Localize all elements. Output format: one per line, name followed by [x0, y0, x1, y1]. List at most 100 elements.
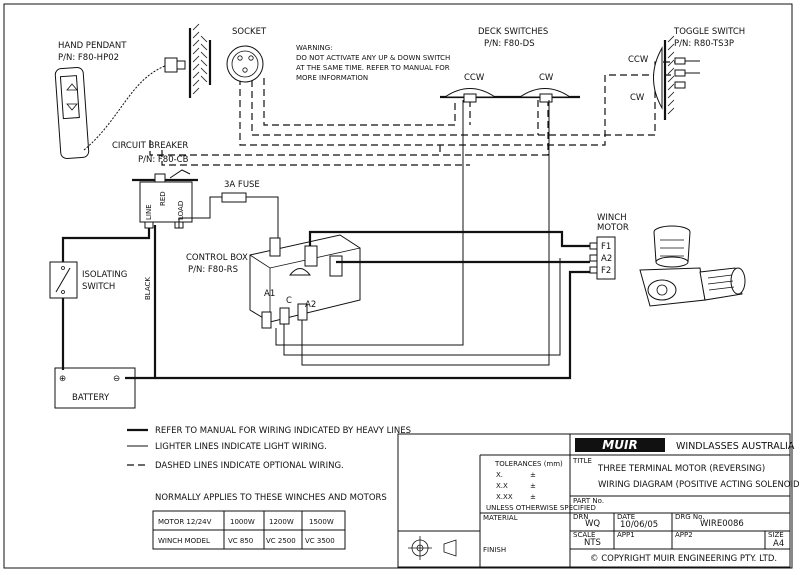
tol-xx-pm: ± — [530, 482, 536, 490]
table-cell: 1500W — [309, 518, 334, 526]
tol-x-pm: ± — [530, 471, 536, 479]
circuit-breaker — [132, 169, 198, 229]
motor-f1-label: F1 — [601, 242, 611, 252]
title-label: TITLE — [572, 457, 592, 465]
toggle-cw-label: CW — [630, 93, 645, 103]
hand-pendant-name: HAND PENDANT — [58, 41, 127, 51]
deck-ccw-label: CCW — [464, 73, 485, 83]
heavy-wiring — [61, 225, 590, 380]
battery — [54, 367, 136, 409]
table-cell: 1000W — [230, 518, 255, 526]
title-line2: WIRING DIAGRAM (POSITIVE ACTING SOLENOID… — [598, 480, 800, 490]
drawing-border — [3, 3, 793, 569]
control-box-a2: A2 — [305, 300, 316, 310]
labels: HAND PENDANT P/N: F80-HP02 SOCKET WARNIN… — [58, 27, 800, 564]
app2-label: APP2 — [675, 531, 693, 539]
tol-x: X. — [496, 471, 503, 479]
scale-label: SCALE — [573, 531, 595, 539]
optional-wiring — [149, 61, 680, 166]
copyright: © COPYRIGHT MUIR ENGINEERING PTY. LTD. — [590, 554, 777, 564]
tol-xxx-pm: ± — [530, 493, 536, 501]
deck-cw-label: CW — [539, 73, 554, 83]
socket-name: SOCKET — [232, 27, 267, 37]
toggle-ccw-label: CCW — [628, 55, 649, 65]
partno-label: PART No. — [573, 497, 604, 505]
tolerances-label: TOLERANCES (mm) — [494, 460, 563, 468]
battery-name: BATTERY — [72, 393, 110, 403]
company-name: WINDLASSES AUSTRALIA — [676, 441, 795, 452]
deck-switches-name: DECK SWITCHES — [478, 27, 548, 37]
deck-switches-part: P/N: F80-DS — [484, 39, 535, 49]
legend-dashed: DASHED LINES INDICATE OPTIONAL WIRING. — [155, 461, 344, 471]
scale-value: NTS — [584, 538, 601, 548]
isolating-switch-line1: ISOLATING — [82, 270, 127, 280]
winch-motor-line2: MOTOR — [597, 223, 629, 233]
control-box-a1: A1 — [264, 289, 275, 299]
projection-symbol — [408, 536, 457, 560]
finish-label: FINISH — [483, 546, 506, 554]
breaker-red-label: RED — [159, 191, 167, 206]
table-cell: VC 850 — [228, 537, 253, 545]
logo-text: MUIR — [602, 438, 637, 452]
isolating-switch — [49, 261, 78, 299]
fuse-label: 3A FUSE — [224, 180, 260, 190]
applies-table-grid — [152, 510, 346, 550]
deck-switches — [440, 88, 580, 103]
winch-illustration — [639, 225, 746, 307]
size-value: A4 — [773, 539, 784, 549]
warning-line1: WARNING: — [296, 44, 333, 52]
hand-pendant — [54, 23, 200, 159]
control-box — [249, 234, 361, 329]
legend-light: LIGHTER LINES INDICATE LIGHT WIRING. — [155, 442, 327, 452]
tol-note: UNLESS OTHERWISE SPECIFIED — [486, 504, 596, 512]
legend-symbols — [127, 428, 148, 466]
control-box-name: CONTROL BOX — [186, 253, 248, 263]
warning-line3: AT THE SAME TIME. REFER TO MANUAL FOR — [296, 64, 450, 72]
circuit-breaker-part: P/N: F80-CB — [138, 155, 189, 165]
control-box-part: P/N: F80-RS — [188, 265, 238, 275]
breaker-load-label: LOAD — [177, 201, 185, 220]
legend-heavy: REFER TO MANUAL FOR WIRING INDICATED BY … — [155, 426, 411, 436]
tol-xxx: X.XX — [496, 493, 513, 501]
winch-motor-line1: WINCH — [597, 213, 627, 223]
fuse — [178, 192, 279, 240]
hand-pendant-part: P/N: F80-HP02 — [58, 53, 119, 63]
control-box-c: C — [286, 296, 292, 306]
toggle-switch-part: P/N: R80-TS3P — [674, 39, 734, 49]
table-cell: MOTOR 12/24V — [158, 518, 212, 526]
material-label: MATERIAL — [483, 514, 518, 522]
tol-xx: X.X — [496, 482, 508, 490]
motor-f2-label: F2 — [601, 266, 611, 276]
socket — [200, 35, 264, 85]
motor-a2-label: A2 — [601, 254, 612, 264]
app1-label: APP1 — [617, 531, 635, 539]
drn-label: DRN — [573, 513, 589, 521]
warning-line4: MORE INFORMATION — [296, 74, 368, 82]
breaker-line-label: LINE — [145, 204, 153, 220]
drn-value: WQ — [585, 519, 600, 529]
drgno-value: WIRE0086 — [700, 519, 744, 529]
warning-line2: DO NOT ACTIVATE ANY UP & DOWN SWITCH — [296, 54, 450, 62]
battery-plus: ⊕ — [59, 374, 66, 384]
title-line1: THREE TERMINAL MOTOR (REVERSING) — [597, 464, 765, 474]
size-label: SIZE — [768, 531, 784, 539]
table-cell: VC 3500 — [305, 537, 335, 545]
battery-minus: ⊖ — [113, 374, 120, 384]
light-wiring — [275, 100, 561, 366]
toggle-switch-name: TOGGLE SWITCH — [673, 27, 745, 37]
title-block-grid — [397, 433, 791, 568]
logo-mark: MUIR — [575, 438, 665, 452]
isolating-switch-line2: SWITCH — [82, 282, 115, 292]
applies-text: NORMALLY APPLIES TO THESE WINCHES AND MO… — [155, 493, 387, 503]
date-label: DATE — [617, 513, 635, 521]
winch-motor-terminals — [589, 236, 616, 280]
black-wire-label: BLACK — [144, 277, 152, 300]
circuit-breaker-name: CIRCUIT BREAKER — [112, 141, 188, 151]
table-cell: VC 2500 — [266, 537, 296, 545]
toggle-switch — [653, 35, 700, 120]
table-cell: 1200W — [269, 518, 294, 526]
drgno-label: DRG No. — [675, 513, 705, 521]
date-value: 10/06/05 — [620, 520, 658, 530]
table-cell: WINCH MODEL — [158, 537, 210, 545]
